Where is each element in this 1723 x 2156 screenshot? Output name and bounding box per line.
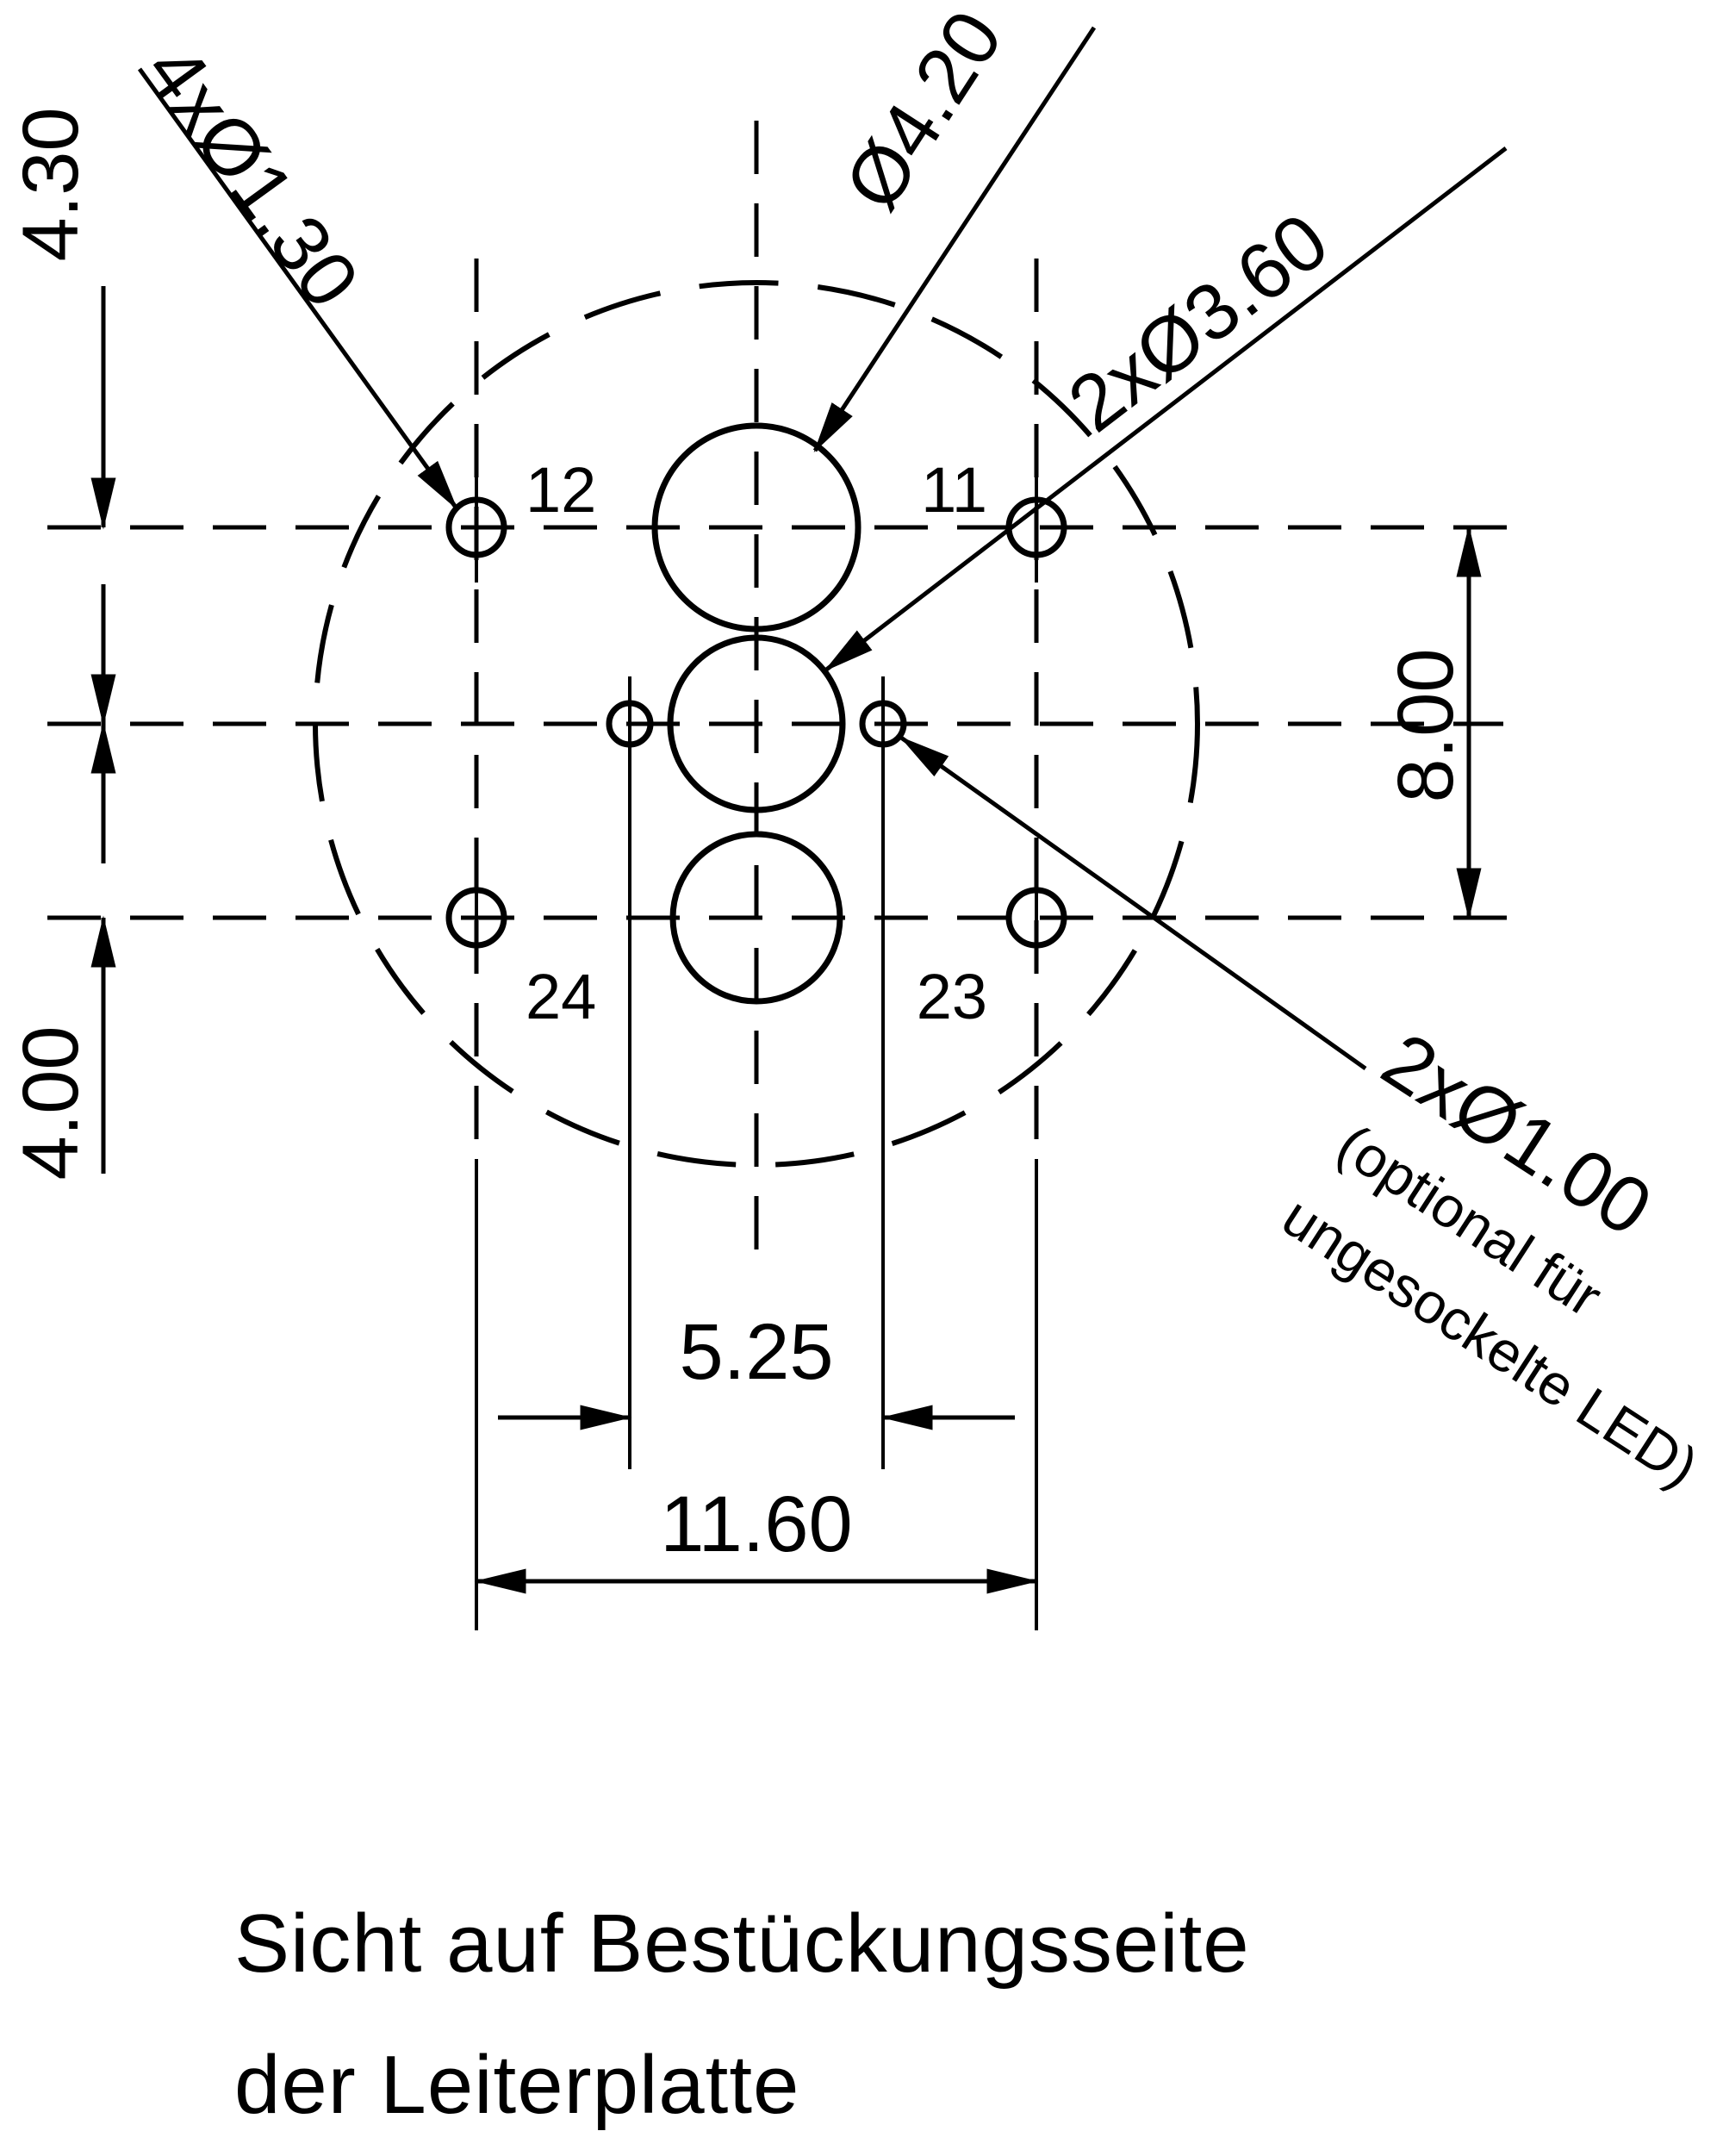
hole-pin-23 (1005, 887, 1067, 949)
hole-optional-right (859, 700, 907, 748)
pin-number-23: 23 (917, 961, 987, 1032)
caption-line-2: der Leiterplatte (234, 2039, 799, 2131)
hole-pin-12 (445, 496, 507, 558)
dim-text-525: 5.25 (679, 1308, 833, 1396)
dimension-lines (90, 286, 1482, 1594)
pin-number-12: 12 (526, 454, 596, 526)
leader-small-holes (137, 67, 459, 511)
centerlines (47, 121, 1516, 1258)
holes (445, 422, 1067, 1005)
label-small-holes: 4xØ1.30 (128, 29, 376, 323)
label-led-holes: 2xØ3.60 (1053, 196, 1344, 449)
dim-text-400: 4.00 (7, 1025, 95, 1180)
pin-number-24: 24 (526, 961, 596, 1032)
hole-optional-left (606, 700, 654, 748)
pcb-outline-circle (313, 280, 1200, 1168)
leader-led-holes (824, 146, 1508, 672)
hole-led-bottom (669, 831, 843, 1005)
dim-text-1160: 11.60 (660, 1480, 852, 1568)
pin-number-11: 11 (921, 454, 987, 526)
dim-text-430: 4.30 (7, 107, 95, 261)
label-big-hole: Ø4.20 (828, 0, 1019, 225)
leader-optional-holes (899, 735, 1367, 1071)
hole-led-center (667, 634, 846, 813)
caption-line-1: Sicht auf Bestückungsseite (234, 1897, 1250, 1990)
extension-lines (475, 472, 1038, 1630)
hole-pin-24 (445, 887, 507, 949)
hole-big-420 (651, 422, 862, 632)
leader-lines (137, 26, 1508, 1071)
leader-big-hole (812, 26, 1097, 453)
dim-text-800: 8.00 (1382, 648, 1470, 802)
label-optional-group: 2xØ1.00 (optional für ungesockelte LED) (1272, 1016, 1709, 1499)
